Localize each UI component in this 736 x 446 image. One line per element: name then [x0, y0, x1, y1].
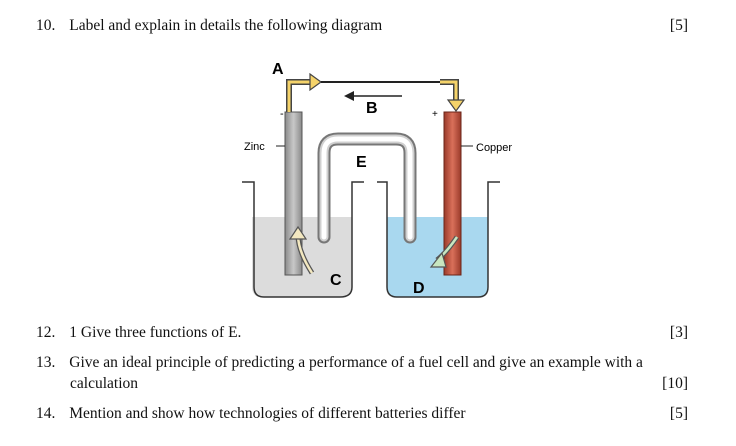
question-14: 14. Mention and show how technologies of…	[36, 405, 466, 423]
arrow-copper	[446, 99, 466, 113]
question-marks: [5]	[669, 17, 688, 34]
galvanic-cell-diagram: A B E C D Zinc Copper - +	[242, 61, 512, 298]
right-beaker	[377, 181, 500, 298]
label-a: A	[272, 61, 284, 78]
label-b: B	[366, 100, 378, 117]
question-marks: [3]	[669, 324, 688, 341]
zinc-label: Zinc	[244, 141, 265, 153]
question-marks: [5]	[669, 405, 688, 422]
question-number: 14.	[36, 405, 56, 422]
question-12: 12. 1 Give three functions of E.	[36, 324, 241, 342]
question-13: 13. Give an ideal principle of predictin…	[36, 354, 643, 372]
question-text: Label and explain in details the followi…	[69, 17, 383, 34]
copper-label: Copper	[476, 142, 512, 154]
question-text: Mention and show how technologies of dif…	[69, 405, 466, 422]
question-text-continued: calculation	[70, 375, 138, 392]
question-number: 13.	[36, 354, 56, 371]
question-text: Give an ideal principle of predicting a …	[69, 354, 643, 371]
label-e: E	[356, 154, 367, 171]
minus-sign: -	[280, 108, 284, 120]
left-beaker	[242, 181, 364, 298]
question-number: 12.	[36, 324, 56, 341]
question-text: 1 Give three functions of E.	[69, 324, 242, 341]
question-number: 10.	[36, 17, 56, 34]
arrow-a	[309, 72, 323, 92]
copper-electrode	[443, 111, 462, 276]
plus-sign: +	[432, 109, 438, 120]
question-marks: [10]	[662, 375, 688, 392]
question-10: 10. Label and explain in details the fol…	[36, 17, 382, 35]
label-d: D	[413, 280, 425, 297]
label-c: C	[330, 272, 342, 289]
